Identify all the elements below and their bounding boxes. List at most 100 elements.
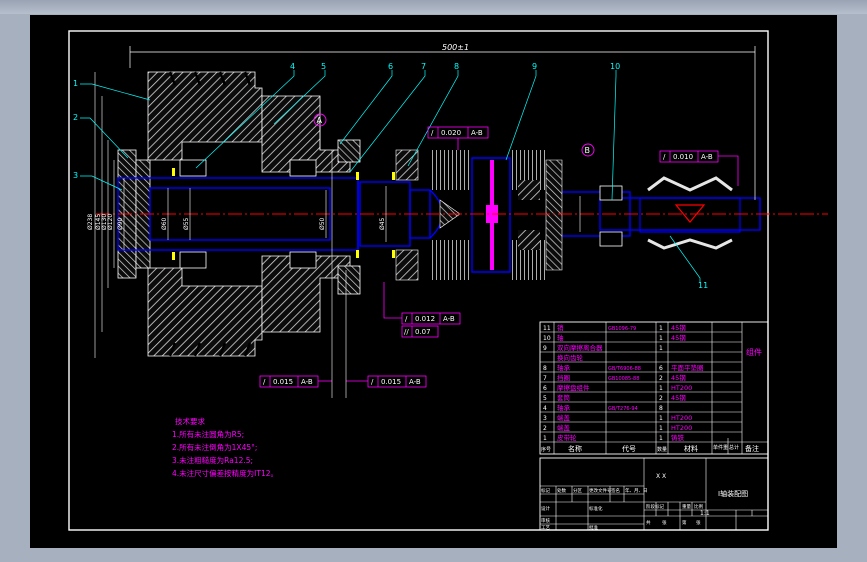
bom-cell-no: 2	[543, 425, 547, 432]
bom-cell-material: 45钢	[671, 394, 686, 402]
bom-cell-name: 皮带轮	[557, 433, 577, 442]
part-no-4: 4	[290, 62, 295, 71]
svg-text:更改文件号: 更改文件号	[589, 487, 612, 494]
datum-b: B	[581, 143, 595, 157]
bom-cell-material: HT200	[671, 414, 692, 422]
bom-header-no: 序号	[541, 446, 551, 453]
window-top-band	[0, 0, 867, 14]
leader-lines	[80, 70, 701, 282]
bom-header-name: 名称	[568, 444, 582, 453]
svg-text:年、月、日: 年、月、日	[625, 487, 648, 494]
svg-text://: //	[404, 328, 409, 336]
diameter-dimensions	[94, 72, 581, 358]
bom-cell-qty: 1	[659, 425, 663, 432]
overall-dimension: 500±1	[129, 43, 756, 200]
tolerance-frames: / 0.020 A-B / 0.010 A-B / 0.012 A-B //	[259, 126, 739, 398]
title-block: X X I轴装配图 标记 处数 分区 更改文件号 签名 年、月、日 设计 标准化…	[539, 457, 769, 531]
svg-text:0.07: 0.07	[415, 328, 431, 336]
bom-cell-no: 5	[543, 395, 547, 402]
bom-header-weight: 单件重	[713, 444, 728, 451]
bom-cell-material: 铸铁	[671, 433, 685, 442]
bom-cell-qty: 6	[659, 365, 663, 372]
bom-cell-qty: 1	[659, 415, 663, 422]
part-no-3: 3	[73, 171, 78, 180]
drawing-frame	[68, 30, 769, 531]
part-no-10: 10	[610, 62, 620, 71]
part-no-1: 1	[73, 79, 78, 88]
dia-label-3: Ø130	[101, 214, 108, 230]
bom-cell-code: GB/T276-94	[608, 406, 638, 412]
svg-text:A-B: A-B	[409, 378, 421, 386]
part-no-9: 9	[532, 62, 537, 71]
svg-text:审核: 审核	[541, 517, 550, 524]
svg-text:A-B: A-B	[301, 378, 313, 386]
dia-label-5: Ø90	[117, 217, 124, 230]
tolerance-frame-1: / 0.020 A-B	[427, 126, 489, 150]
bom-cell-name: 换向齿轮	[557, 353, 584, 362]
svg-text:批准: 批准	[589, 524, 598, 531]
bom-cell-name: 端盖	[557, 423, 571, 432]
svg-text:0.020: 0.020	[441, 129, 461, 137]
overall-dimension-text: 500±1	[442, 43, 469, 52]
dia-label-8: Ø50	[319, 217, 326, 230]
part-no-2: 2	[73, 113, 78, 122]
datum-a: A	[313, 113, 327, 150]
bom-cell-qty: 1	[659, 345, 663, 352]
part-no-5: 5	[321, 62, 326, 71]
svg-text:分区: 分区	[573, 487, 582, 494]
bom-cell-name: 挡圈	[557, 373, 570, 382]
school-name: X X	[656, 473, 666, 480]
bom-cell-no: 4	[543, 405, 547, 412]
svg-text:0.015: 0.015	[273, 378, 293, 386]
svg-text:张: 张	[662, 519, 667, 526]
bom-cell-name: 轴承	[557, 403, 571, 412]
dia-label-4: Ø120	[107, 214, 114, 230]
svg-text:阶段标记: 阶段标记	[646, 503, 664, 510]
svg-text:/: /	[263, 378, 266, 386]
bom-cell-qty: 1	[659, 435, 663, 442]
bom-cell-qty: 1	[659, 335, 663, 342]
svg-text:/: /	[431, 129, 434, 137]
svg-text:共: 共	[646, 519, 651, 526]
bom-cell-code: GB/T6906-88	[608, 366, 641, 372]
svg-text:重量: 重量	[682, 503, 691, 510]
tolerance-frame-2: / 0.010 A-B	[659, 150, 739, 186]
bom-cell-name: 端盖	[557, 413, 571, 422]
bom-header-material: 材料	[684, 444, 698, 453]
svg-text:/: /	[405, 315, 408, 323]
bom-cell-name: 轴承	[557, 363, 571, 372]
bom-cell-no: 8	[543, 365, 547, 372]
svg-text:处数: 处数	[557, 487, 566, 494]
assembly-section	[96, 71, 828, 357]
bom-cell-qty: 1	[659, 325, 663, 332]
bom-cell-name: 双向摩擦离合器	[557, 343, 603, 352]
part-no-6: 6	[388, 62, 393, 71]
bom-cell-material: HT200	[671, 384, 692, 392]
part-no-8: 8	[454, 62, 459, 71]
tech-requirements: 技术要求 1.所有未注圆角为R5; 2.所有未注倒角为1X45°; 3.未注粗糙…	[172, 416, 278, 478]
bom-cell-qty: 2	[659, 395, 663, 402]
bom-cell-code: GB10085-88	[608, 376, 639, 382]
tech-item-4: 4.未注尺寸偏差按精度为IT12。	[172, 468, 278, 478]
tolerance-frame-5: / 0.015 A-B	[259, 375, 332, 388]
bom-cell-no: 6	[543, 385, 547, 392]
svg-text:A-B: A-B	[701, 153, 713, 161]
bom-cell-name: 摩擦盘组件	[557, 383, 590, 392]
bom-cell-material: 45钢	[671, 374, 686, 382]
datum-a-label: A	[317, 116, 323, 125]
bom-cell-material: 45钢	[671, 334, 686, 342]
svg-text:0.010: 0.010	[673, 153, 693, 161]
bom-cell-code: GB1096-79	[608, 326, 636, 332]
tech-item-1: 1.所有未注圆角为R5;	[172, 429, 244, 439]
bom-cell-qty: 8	[659, 405, 663, 412]
bom-cell-name: 销	[557, 323, 564, 332]
datum-b-label: B	[585, 146, 591, 155]
bom-header-code: 代号	[622, 444, 636, 453]
scale-value: 1:1	[700, 510, 710, 517]
bom-cell-no: 1	[543, 435, 547, 442]
bom-cell-no: 10	[543, 335, 551, 342]
bom-cell-material: HT200	[671, 424, 692, 432]
dia-label-2: Ø145	[95, 214, 102, 230]
tech-item-2: 2.所有未注倒角为1X45°;	[172, 442, 257, 452]
